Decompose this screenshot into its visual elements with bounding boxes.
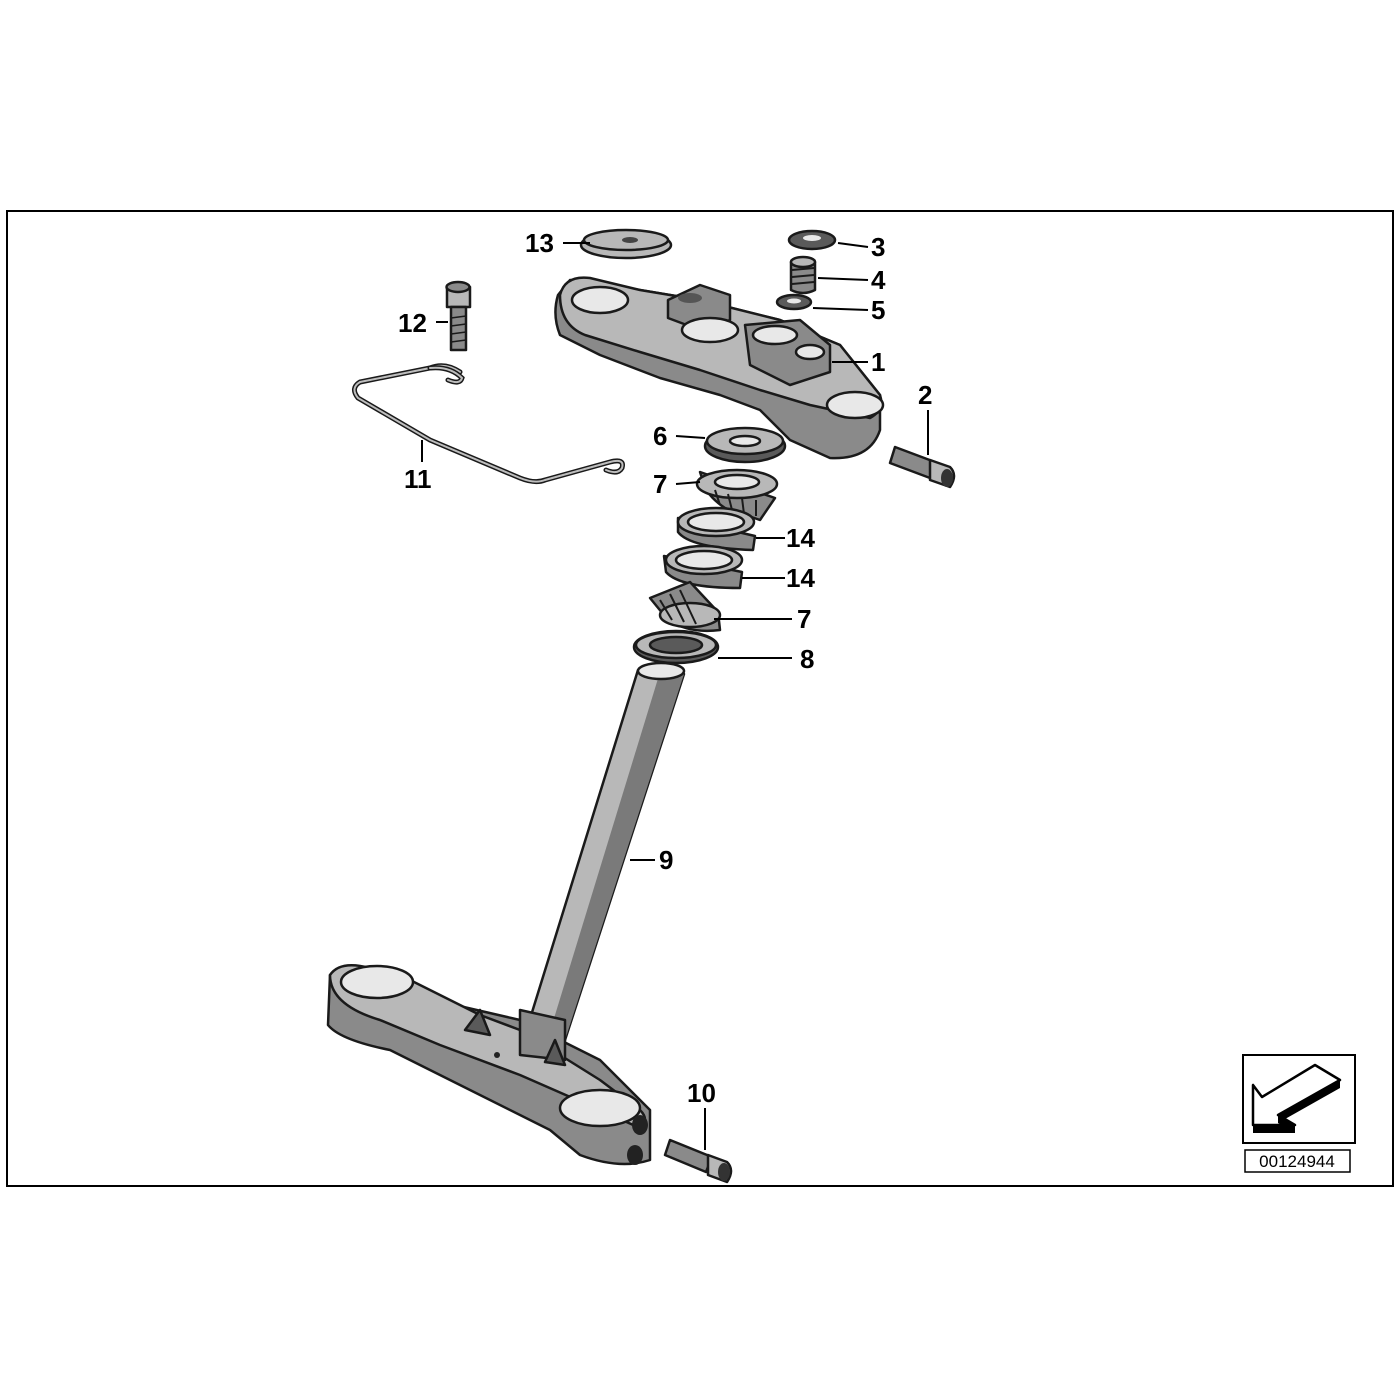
- bolt-part-2: [888, 445, 956, 489]
- seal-part: [703, 426, 787, 464]
- washer-part: [787, 229, 837, 251]
- label-5: 5: [871, 295, 885, 325]
- reference-number: 00124944: [1259, 1152, 1335, 1171]
- tapered-bearing-upper-part: [695, 468, 779, 522]
- label-6: 6: [653, 421, 667, 451]
- label-11: 11: [404, 464, 432, 494]
- label-12: 12: [398, 308, 427, 338]
- lower-triple-clamp-part: [326, 963, 652, 1166]
- diagram-frame: [6, 210, 1394, 1187]
- label-3: 3: [871, 232, 885, 262]
- callout-labels: 13 3 4 5 12 1 2 11 6 7 14 14 7 8 9 10: [398, 228, 932, 1108]
- bolt-part-10: [663, 1138, 733, 1184]
- label-2: 2: [918, 380, 932, 410]
- leader-lines: [421, 242, 929, 1150]
- label-7-upper: 7: [653, 469, 667, 499]
- reference-number-box: 00124944: [1244, 1149, 1351, 1173]
- tapered-bearing-lower-part: [648, 580, 722, 633]
- label-9: 9: [659, 845, 673, 875]
- cap-part: [579, 228, 673, 260]
- upper-triple-clamp-part: [554, 276, 885, 460]
- race-ring-lower-part: [662, 544, 744, 590]
- seal-ring-part: [632, 629, 720, 665]
- wire-clip-part: [352, 363, 625, 485]
- race-ring-upper-part: [676, 506, 757, 552]
- label-13: 13: [525, 228, 554, 258]
- bolt-part-12: [445, 280, 472, 352]
- label-10: 10: [687, 1078, 716, 1108]
- label-14-lower: 14: [786, 563, 815, 593]
- label-14-upper: 14: [786, 523, 815, 553]
- small-washer-part: [775, 293, 813, 311]
- label-1: 1: [871, 347, 885, 377]
- label-4: 4: [871, 265, 886, 295]
- label-8: 8: [800, 644, 814, 674]
- plug-part: [789, 255, 817, 295]
- arrow-icon: [1242, 1054, 1356, 1144]
- label-7-lower: 7: [797, 604, 811, 634]
